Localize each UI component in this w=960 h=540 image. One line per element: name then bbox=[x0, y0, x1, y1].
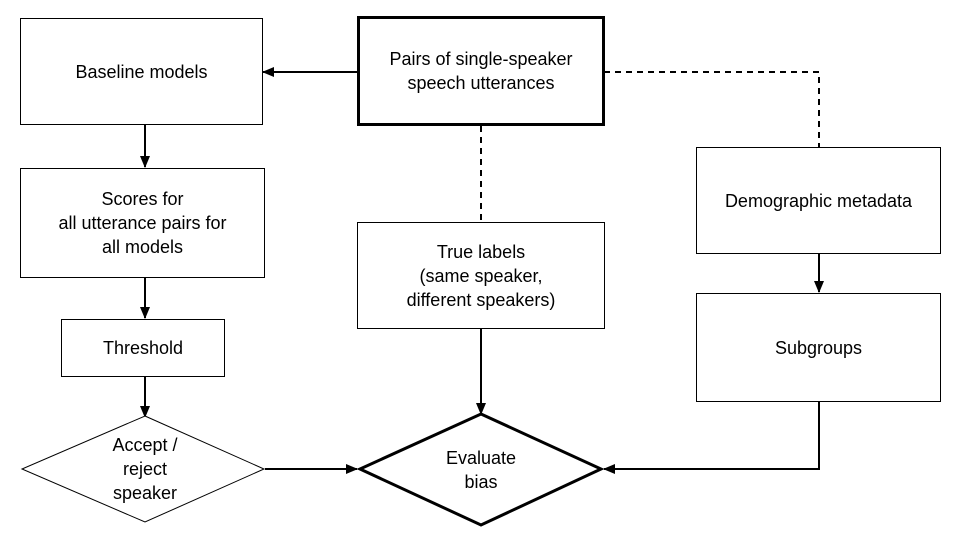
subgroups-node: Subgroups bbox=[696, 293, 941, 402]
baseline-models-node: Baseline models bbox=[20, 18, 263, 125]
evaluate-node: Evaluate bias bbox=[380, 414, 582, 525]
dashed-source-to-demographic bbox=[604, 71, 820, 148]
scores-line-1: Scores for bbox=[101, 189, 184, 209]
true-labels-line-3: different speakers) bbox=[406, 289, 556, 310]
evaluate-line-1: Evaluate bbox=[445, 447, 517, 468]
decision-diamond-shape bbox=[20, 415, 266, 523]
baseline-line-1: Baseline models bbox=[75, 61, 208, 82]
evaluate-diamond-shape bbox=[356, 412, 605, 527]
true-labels-line-1: True labels bbox=[436, 241, 526, 262]
true-labels-line-2: (same speaker, bbox=[419, 265, 543, 286]
source-line-2: speech utterances bbox=[407, 73, 555, 93]
evaluate-line-2: bias bbox=[464, 471, 498, 492]
demographic-line-1: Demographic metadata bbox=[724, 190, 913, 211]
scores-line-2: all utterance pairs for bbox=[58, 213, 227, 233]
decision-line-1: Accept / bbox=[112, 435, 178, 455]
subgroups-line-1: Subgroups bbox=[774, 337, 863, 358]
scores-line-3: all models bbox=[101, 237, 184, 257]
decision-line-3: speaker bbox=[112, 483, 178, 503]
source-line-1: Pairs of single-speaker bbox=[389, 49, 573, 69]
true-labels-node: True labels (same speaker, different spe… bbox=[357, 222, 605, 329]
decision-node: Accept / reject speaker bbox=[40, 416, 250, 522]
arrow-subgroups-to-evaluate bbox=[603, 402, 820, 474]
threshold-node: Threshold bbox=[61, 319, 225, 377]
decision-line-2: reject bbox=[122, 459, 167, 479]
scores-node: Scores for all utterance pairs for all m… bbox=[20, 168, 265, 278]
source-node: Pairs of single-speaker speech utterance… bbox=[357, 16, 605, 126]
demographic-metadata-node: Demographic metadata bbox=[696, 147, 941, 254]
threshold-line-1: Threshold bbox=[102, 338, 184, 358]
